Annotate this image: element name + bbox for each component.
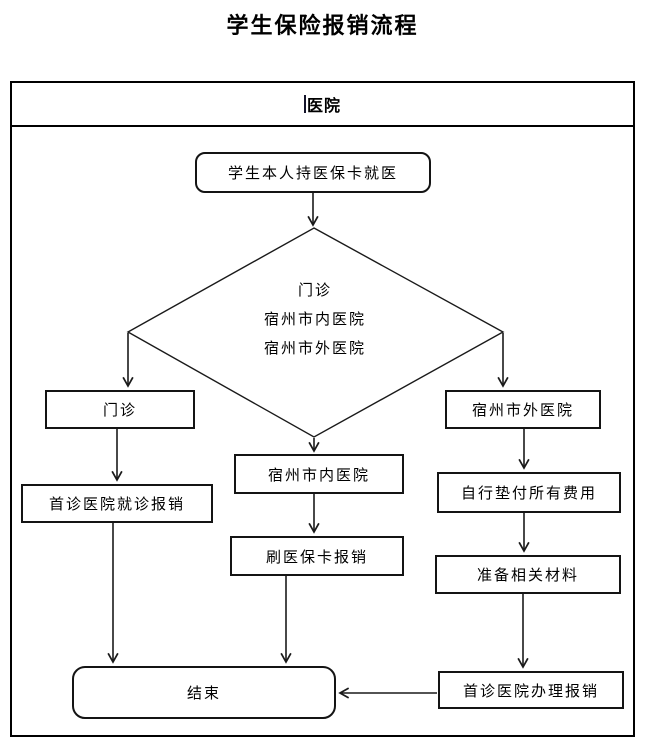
prepare-materials-label: 准备相关材料	[476, 567, 579, 584]
out-city-hospital-node: 宿州市外医院	[445, 390, 601, 429]
handle-reimburse-node: 首诊医院办理报销	[438, 671, 624, 709]
end-node-label: 结束	[186, 685, 221, 702]
canvas-header: 医院	[12, 83, 633, 127]
decision-line-out-city: 宿州市外医院	[263, 340, 366, 357]
text-cursor	[303, 95, 306, 113]
start-node-label: 学生本人持医保卡就医	[227, 165, 398, 182]
canvas-header-label: 医院	[306, 98, 341, 115]
decision-line-outpatient: 门诊	[297, 282, 332, 299]
handle-reimburse-label: 首诊医院办理报销	[462, 682, 599, 700]
prepare-materials-node: 准备相关材料	[435, 555, 621, 594]
outpatient-node: 门诊	[45, 390, 195, 429]
decision-node-label: 门诊 宿州市内医院 宿州市外医院	[204, 276, 426, 363]
start-node: 学生本人持医保卡就医	[195, 152, 431, 193]
out-city-hospital-label: 宿州市外医院	[471, 402, 574, 419]
end-node: 结束	[72, 666, 336, 719]
swipe-card-reimburse-label: 刷医保卡报销	[265, 548, 368, 566]
first-visit-reimburse-label: 首诊医院就诊报销	[48, 496, 185, 513]
in-city-hospital-node: 宿州市内医院	[234, 454, 404, 494]
self-pay-label: 自行垫付所有费用	[460, 485, 597, 502]
in-city-hospital-label: 宿州市内医院	[267, 466, 370, 484]
outpatient-node-label: 门诊	[102, 402, 137, 419]
first-visit-reimburse-node: 首诊医院就诊报销	[21, 484, 213, 523]
swipe-card-reimburse-node: 刷医保卡报销	[230, 536, 404, 576]
page-title: 学生保险报销流程	[226, 13, 419, 38]
self-pay-node: 自行垫付所有费用	[437, 472, 621, 513]
decision-line-in-city: 宿州市内医院	[263, 311, 366, 328]
